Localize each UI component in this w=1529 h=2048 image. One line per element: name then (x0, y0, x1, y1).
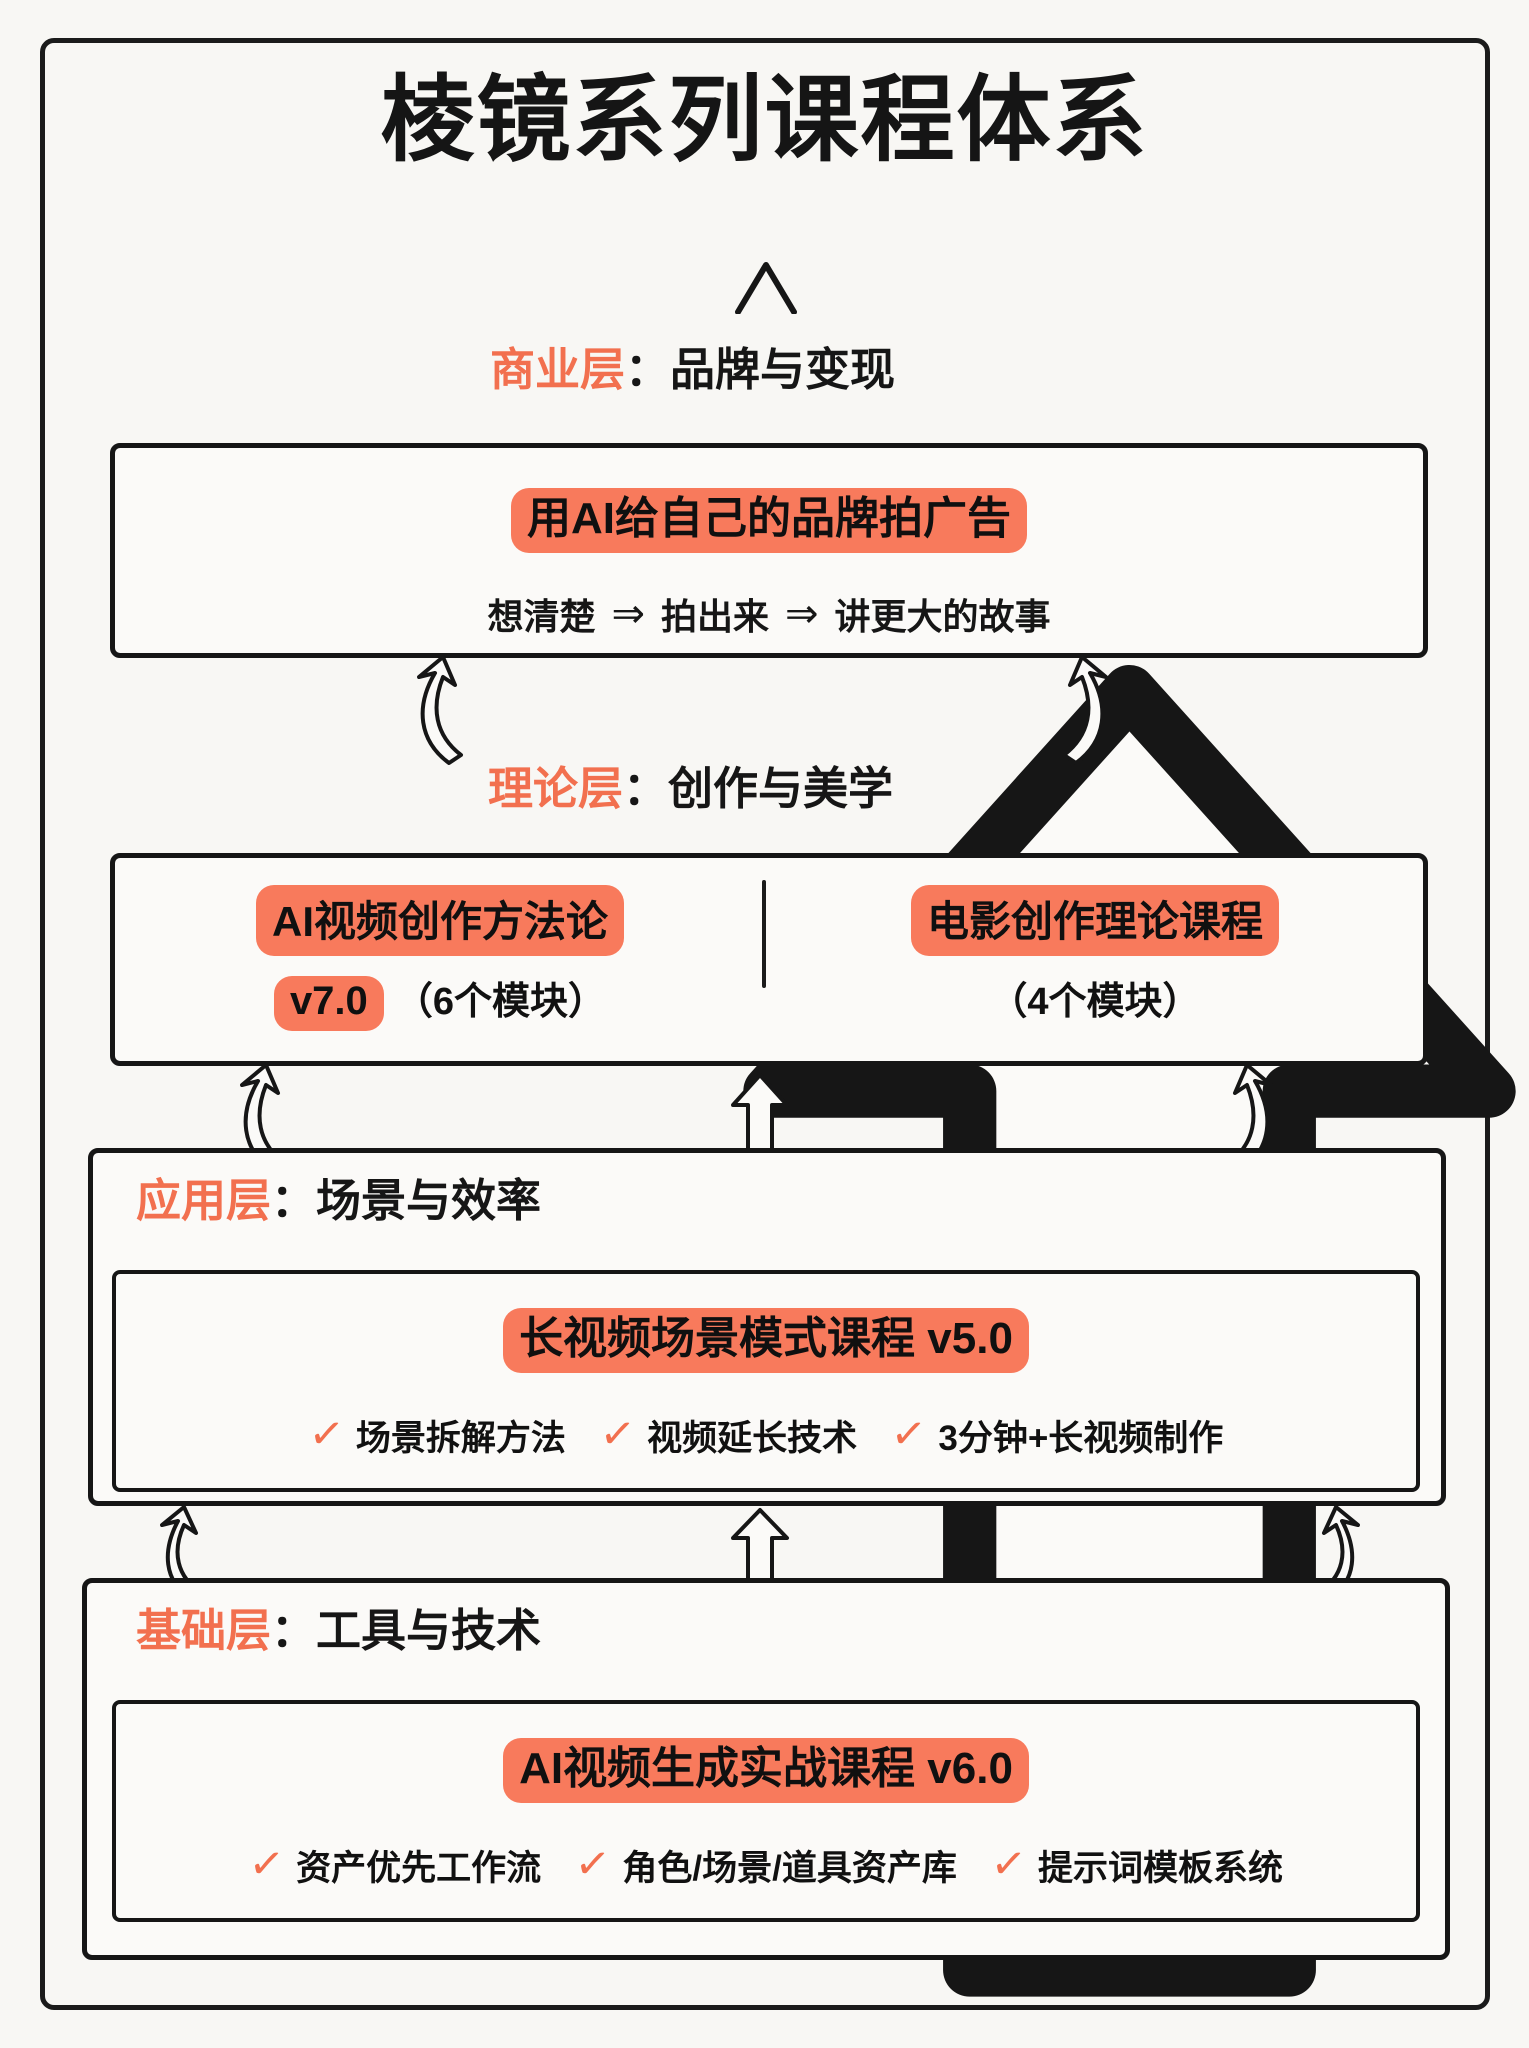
card-application-title: 长视频场景模式课程 v5.0 (116, 1308, 1416, 1373)
card-foundation[interactable]: AI视频生成实战课程 v6.0 ✓ 资产优先工作流 ✓ 角色/场景/道具资产库 … (112, 1700, 1420, 1922)
check-icon-a3: ✓ (888, 1408, 929, 1459)
arrow-up-icon-t3 (1227, 1063, 1273, 1173)
foundation-check-1: ✓ 资产优先工作流 (246, 1838, 542, 1891)
theory-right-title: 电影创作理论课程 (790, 885, 1400, 956)
layer-name-foundation: 基础层 (136, 1605, 272, 1656)
application-check-3-label: 3分钟+长视频制作 (938, 1419, 1224, 1458)
layer-name-business: 商业层 (490, 344, 626, 395)
page-title: 棱镜系列课程体系 (380, 67, 1149, 172)
card-application-title-text: 长视频场景模式课程 v5.0 (503, 1308, 1029, 1373)
layer-colon-business: ： (625, 344, 671, 395)
business-step-2: 拍出来 (660, 596, 769, 637)
check-icon-a2: ✓ (597, 1408, 638, 1459)
arrow-up-icon-t1 (240, 1063, 286, 1173)
theory-column-right[interactable]: 电影创作理论课程 （4个模块） (790, 885, 1400, 1025)
card-business[interactable]: 用AI给自己的品牌拍广告 想清楚 ⇒ 拍出来 ⇒ 讲更大的故事 (110, 443, 1428, 658)
theory-left-version: v7.0 (273, 976, 384, 1031)
check-icon-b3: ✓ (988, 1838, 1029, 1889)
foundation-check-3-label: 提示词模板系统 (1038, 1849, 1284, 1888)
layer-colon-foundation: ： (271, 1605, 317, 1656)
card-business-steps: 想清楚 ⇒ 拍出来 ⇒ 讲更大的故事 (115, 588, 1423, 640)
application-check-2: ✓ 视频延长技术 (597, 1408, 858, 1461)
foundation-check-2: ✓ 角色/场景/道具资产库 (572, 1838, 957, 1891)
theory-left-title: AI视频创作方法论 (140, 885, 740, 956)
card-foundation-title-text: AI视频生成实战课程 v6.0 (503, 1738, 1029, 1803)
application-check-3: ✓ 3分钟+长视频制作 (888, 1408, 1224, 1461)
application-check-1-label: 场景拆解方法 (355, 1419, 566, 1458)
theory-left-note: （6个模块） (394, 981, 607, 1023)
arrow-up-icon-b1 (417, 655, 463, 765)
layer-caption-business: 商业层：品牌与变现 (490, 347, 895, 392)
layer-name-application: 应用层 (136, 1175, 272, 1226)
arrow-right-icon-2: ⇒ (785, 592, 819, 636)
chevron-up-icon (735, 262, 797, 314)
arrow-up-icon-f1 (160, 1505, 204, 1600)
card-application[interactable]: 长视频场景模式课程 v5.0 ✓ 场景拆解方法 ✓ 视频延长技术 ✓ 3分钟+长… (112, 1270, 1420, 1492)
check-icon-b1: ✓ (246, 1838, 287, 1889)
card-application-checks: ✓ 场景拆解方法 ✓ 视频延长技术 ✓ 3分钟+长视频制作 (116, 1408, 1416, 1461)
theory-right-note-row: （4个模块） (790, 970, 1400, 1025)
theory-left-title-text: AI视频创作方法论 (255, 885, 624, 956)
card-foundation-title: AI视频生成实战课程 v6.0 (116, 1738, 1416, 1803)
business-step-1: 想清楚 (487, 596, 596, 637)
theory-column-left[interactable]: AI视频创作方法论 v7.0 （6个模块） (140, 885, 740, 1031)
layer-caption-application: 应用层：场景与效率 (136, 1178, 541, 1223)
layer-subtitle-foundation: 工具与技术 (316, 1605, 542, 1656)
card-business-title: 用AI给自己的品牌拍广告 (115, 488, 1423, 553)
poster-frame (40, 38, 1490, 2010)
layer-subtitle-business: 品牌与变现 (670, 344, 896, 395)
check-icon-a1: ✓ (306, 1408, 347, 1459)
check-icon-b2: ✓ (572, 1838, 613, 1889)
application-check-1: ✓ 场景拆解方法 (306, 1408, 566, 1461)
layer-caption-foundation: 基础层：工具与技术 (136, 1608, 541, 1653)
layer-subtitle-theory: 创作与美学 (668, 763, 894, 814)
business-step-3: 讲更大的故事 (834, 596, 1051, 637)
arrow-up-icon-b3 (1062, 655, 1108, 765)
theory-left-version-row: v7.0 （6个模块） (140, 970, 740, 1031)
layer-colon-theory: ： (623, 763, 669, 814)
theory-right-note: （4个模块） (989, 981, 1201, 1023)
layer-colon-application: ： (271, 1175, 317, 1226)
card-foundation-checks: ✓ 资产优先工作流 ✓ 角色/场景/道具资产库 ✓ 提示词模板系统 (116, 1838, 1416, 1891)
theory-divider (762, 880, 766, 988)
layer-name-theory: 理论层 (488, 763, 624, 814)
foundation-check-2-label: 角色/场景/道具资产库 (622, 1849, 957, 1888)
arrow-right-icon-1: ⇒ (611, 592, 645, 636)
card-business-title-text: 用AI给自己的品牌拍广告 (511, 488, 1027, 553)
arrow-up-icon-f3 (1316, 1505, 1360, 1600)
application-check-2-label: 视频延长技术 (647, 1419, 858, 1458)
layer-subtitle-application: 场景与效率 (316, 1175, 542, 1226)
foundation-check-3: ✓ 提示词模板系统 (988, 1838, 1284, 1891)
foundation-check-1-label: 资产优先工作流 (296, 1849, 542, 1888)
layer-caption-theory: 理论层：创作与美学 (488, 766, 893, 811)
theory-right-title-text: 电影创作理论课程 (910, 885, 1279, 956)
